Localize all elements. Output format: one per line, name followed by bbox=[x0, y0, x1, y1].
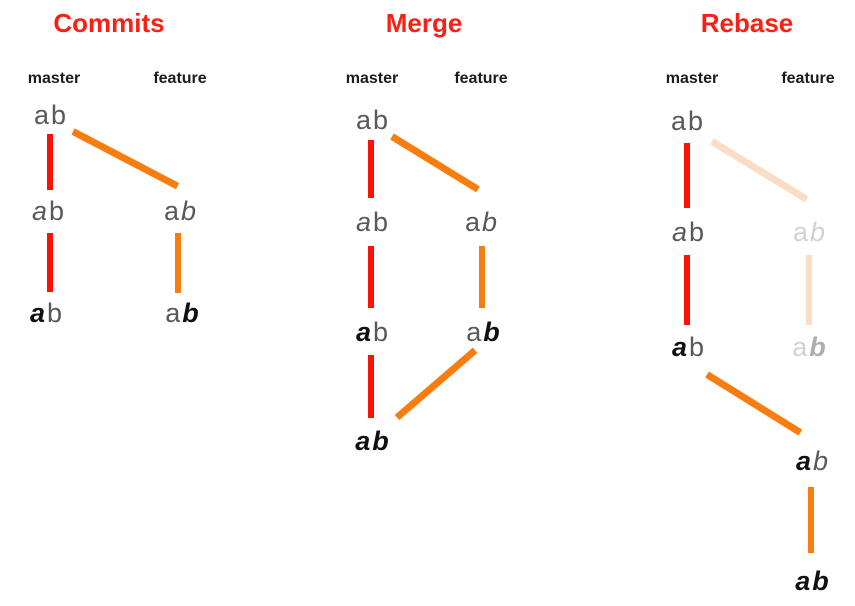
rebase-new-feature-edge bbox=[808, 487, 814, 553]
commits-master-edge-2 bbox=[47, 233, 53, 292]
merge-master-edge-2 bbox=[368, 246, 374, 308]
node-letter-b: b bbox=[813, 446, 829, 476]
node-letter-b: b bbox=[47, 298, 63, 328]
commits-branch-edge bbox=[71, 128, 180, 190]
rebase-master-edge-1 bbox=[684, 143, 690, 208]
node-letter-a: a bbox=[29, 298, 45, 328]
rebase-old-feature-edge bbox=[806, 255, 812, 325]
node-letter-b: b bbox=[483, 317, 500, 347]
node-letter-a: a bbox=[795, 446, 811, 476]
commits-feature-edge bbox=[175, 233, 181, 293]
node-letter-a: a bbox=[31, 196, 47, 226]
merge-master-edge-1 bbox=[368, 140, 374, 198]
commits-feature-label: feature bbox=[153, 70, 207, 87]
node-letter-a: a bbox=[33, 100, 49, 130]
merge-branch-edge bbox=[390, 133, 480, 193]
node-letter-b: b bbox=[373, 105, 389, 135]
node-letter-b: b bbox=[689, 217, 705, 247]
node-letter-a: a bbox=[670, 106, 686, 136]
merge-feature-edge bbox=[479, 246, 485, 308]
node-letter-a: a bbox=[355, 105, 371, 135]
node-letter-a: a bbox=[355, 207, 371, 237]
merge-feature-label: feature bbox=[454, 70, 508, 87]
rebase-old-branch-edge bbox=[710, 138, 809, 203]
node-letter-b: b bbox=[49, 196, 65, 226]
merge-master-label: master bbox=[345, 70, 399, 87]
node-letter-a: a bbox=[464, 207, 480, 237]
node-letter-b: b bbox=[182, 298, 199, 328]
merge-join-edge bbox=[394, 347, 478, 421]
rebase-master-label: master bbox=[665, 70, 719, 87]
merge-master-edge-3 bbox=[368, 355, 374, 418]
node-letter-b: b bbox=[812, 566, 829, 596]
commits-title: Commits bbox=[53, 8, 165, 38]
node-letter-a: a bbox=[466, 317, 482, 347]
node-letter-a: a bbox=[795, 566, 811, 596]
node-letter-a: a bbox=[792, 217, 808, 247]
node-letter-a: a bbox=[792, 332, 808, 362]
node-letter-a: a bbox=[355, 317, 371, 347]
merge-title: Merge bbox=[385, 8, 463, 38]
node-letter-b: b bbox=[181, 196, 197, 226]
node-letter-a: a bbox=[355, 426, 371, 456]
commits-master-edge-1 bbox=[47, 134, 53, 190]
node-letter-b: b bbox=[809, 332, 826, 362]
node-letter-b: b bbox=[688, 106, 704, 136]
commits-master-label: master bbox=[27, 70, 81, 87]
node-letter-a: a bbox=[671, 217, 687, 247]
node-letter-a: a bbox=[671, 332, 687, 362]
node-letter-a: a bbox=[165, 298, 181, 328]
rebase-feature-label: feature bbox=[781, 70, 835, 87]
node-letter-b: b bbox=[373, 207, 389, 237]
node-letter-b: b bbox=[372, 426, 389, 456]
node-letter-b: b bbox=[51, 100, 67, 130]
rebase-new-branch-edge bbox=[705, 371, 803, 436]
node-letter-b: b bbox=[689, 332, 705, 362]
rebase-master-edge-2 bbox=[684, 255, 690, 325]
rebase-title: Rebase bbox=[700, 8, 794, 38]
node-letter-b: b bbox=[810, 217, 826, 247]
node-letter-b: b bbox=[373, 317, 389, 347]
node-letter-b: b bbox=[482, 207, 498, 237]
node-letter-a: a bbox=[163, 196, 179, 226]
